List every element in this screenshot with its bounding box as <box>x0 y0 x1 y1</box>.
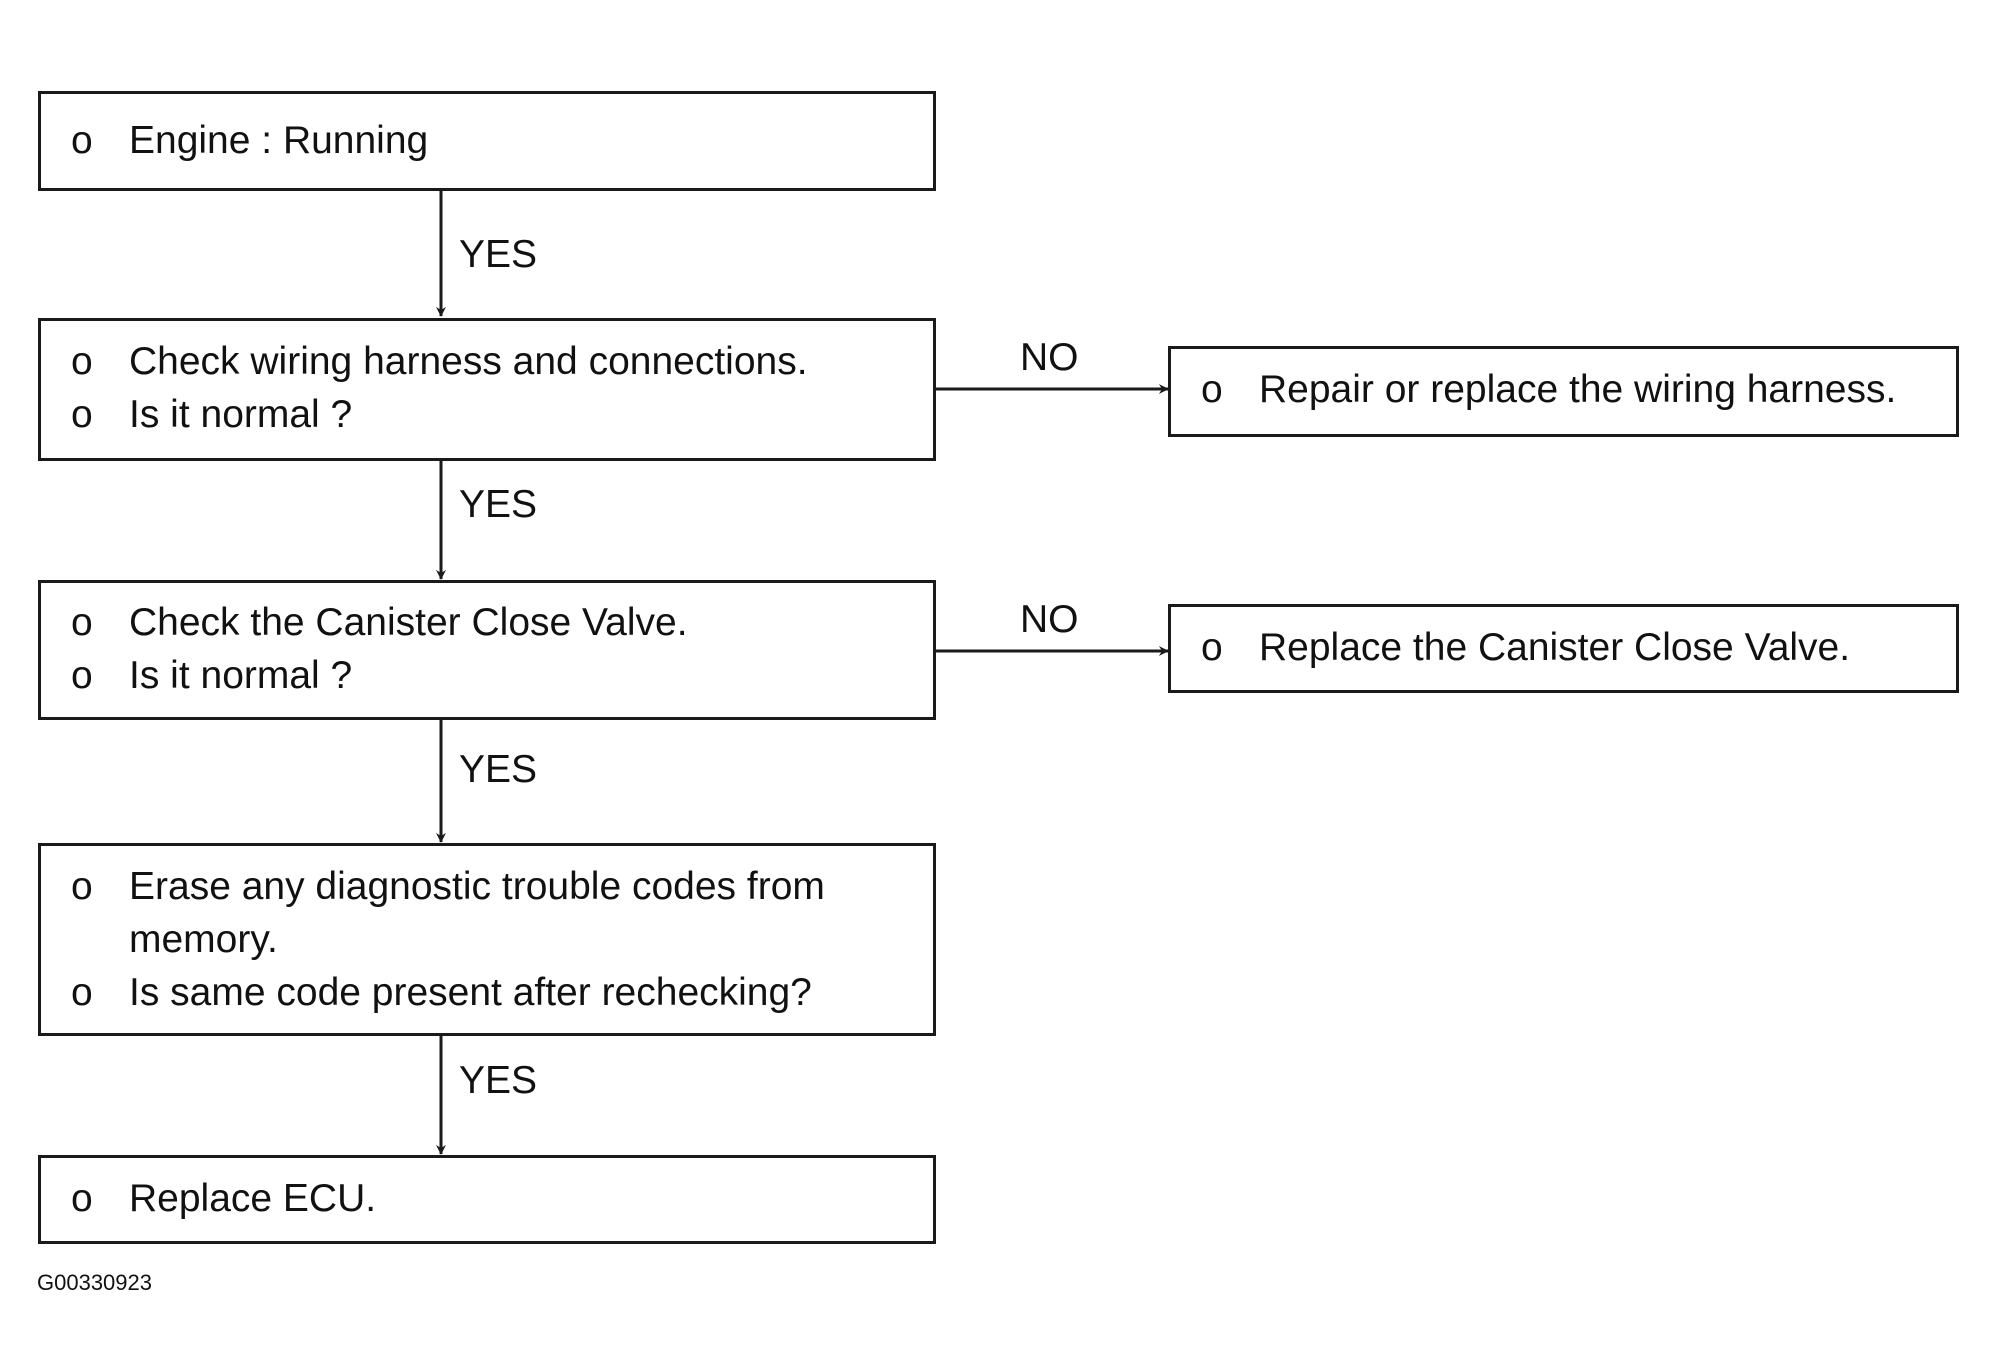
node-repair-wiring-harness: o Repair or replace the wiring harness. <box>1168 346 1959 437</box>
edge-label-yes-valve-to-erase: YES <box>459 748 538 791</box>
node-item: o Repair or replace the wiring harness. <box>1201 363 1940 416</box>
node-replace-ecu: o Replace ECU. <box>38 1155 936 1244</box>
node-item: o Is it normal ? <box>71 388 917 441</box>
node-item-text: Engine : Running <box>129 119 429 162</box>
node-item-text: Check wiring harness and connections. <box>129 340 808 383</box>
edge-label-yes-engine-to-wiring: YES <box>459 233 538 276</box>
edge-label-yes-erase-to-ecu: YES <box>459 1059 538 1102</box>
node-check-canister-close-valve: o Check the Canister Close Valve. o Is it n… <box>38 580 936 720</box>
node-item: o Is same code present after rechecking? <box>71 966 917 1019</box>
node-item-text: Is same code present after rechecking? <box>129 971 812 1014</box>
bullet-marker: o <box>71 654 93 697</box>
bullet-marker: o <box>71 119 93 162</box>
node-item: o Check wiring harness and connections. <box>71 335 917 388</box>
node-item-text: Is it normal ? <box>129 654 353 697</box>
node-erase-diagnostic-codes: o Erase any diagnostic trouble codes from… <box>38 843 936 1036</box>
node-item-text: Erase any diagnostic trouble codes from … <box>129 865 825 961</box>
node-item-text: Replace ECU. <box>129 1177 377 1220</box>
node-item-text: Is it normal ? <box>129 393 353 436</box>
bullet-marker: o <box>71 971 93 1014</box>
node-item: o Replace the Canister Close Valve. <box>1201 621 1940 674</box>
bullet-marker: o <box>1201 368 1223 411</box>
edge-label-no-wiring-to-repair: NO <box>1020 336 1079 379</box>
bullet-marker: o <box>71 865 93 908</box>
node-item-text: Replace the Canister Close Valve. <box>1259 626 1851 669</box>
edge-label-yes-wiring-to-valve: YES <box>459 483 538 526</box>
edge-label-no-valve-to-replace: NO <box>1020 598 1079 641</box>
figure-id: G00330923 <box>37 1270 152 1295</box>
node-item: o Replace ECU. <box>71 1172 917 1225</box>
node-item: o Is it normal ? <box>71 649 917 702</box>
node-item-text: Repair or replace the wiring harness. <box>1259 368 1897 411</box>
bullet-marker: o <box>1201 626 1223 669</box>
node-engine-running: o Engine : Running <box>38 91 936 191</box>
node-item: o Check the Canister Close Valve. <box>71 596 917 649</box>
node-item: o Engine : Running <box>71 114 917 167</box>
bullet-marker: o <box>71 393 93 436</box>
node-replace-canister-close-valve: o Replace the Canister Close Valve. <box>1168 604 1959 693</box>
node-item-text: Check the Canister Close Valve. <box>129 601 688 644</box>
bullet-marker: o <box>71 340 93 383</box>
bullet-marker: o <box>71 1177 93 1220</box>
node-item: o Erase any diagnostic trouble codes from… <box>71 860 917 966</box>
bullet-marker: o <box>71 601 93 644</box>
